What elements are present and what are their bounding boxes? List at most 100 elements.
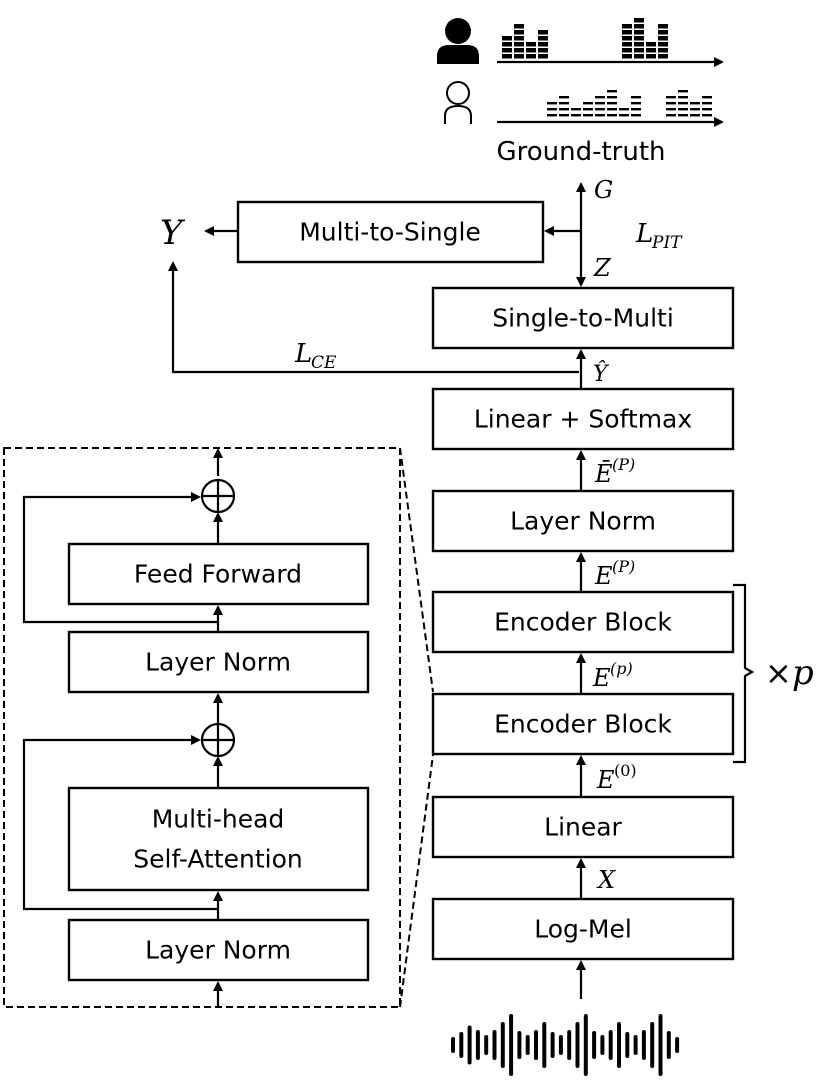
activity-segment: [622, 36, 632, 41]
activity-segment: [631, 102, 641, 105]
activity-segment: [583, 102, 593, 105]
symbol-X: X: [596, 866, 616, 894]
activity-segment: [607, 114, 617, 117]
activity-segment: [658, 30, 668, 35]
activity-segment: [526, 48, 536, 53]
activity-segment: [547, 108, 557, 111]
activity-segment: [634, 48, 644, 53]
activity-segment: [538, 36, 548, 41]
activity-segment: [622, 48, 632, 53]
detail-dashed-frame: [3, 447, 401, 1008]
activity-segment: [619, 108, 629, 111]
svg-text:E: E: [594, 562, 613, 590]
svg-text:p: p: [792, 653, 814, 693]
activity-segment: [538, 30, 548, 35]
linear-block: [431, 795, 735, 859]
repeat-label: × p: [765, 653, 814, 693]
layer-norm-top-label: Layer Norm: [145, 648, 291, 677]
activity-segment: [595, 96, 605, 99]
activity-segment: [538, 42, 548, 47]
svg-text:E: E: [592, 664, 611, 692]
activity-segment: [607, 102, 617, 105]
layer-norm-bottom-label: Layer Norm: [145, 936, 291, 965]
activity-segment: [666, 108, 676, 111]
layer-norm-top-block: [67, 630, 370, 694]
activity-segment: [526, 54, 536, 59]
activity-segment: [547, 102, 557, 105]
speaker-2-activity: [547, 90, 712, 117]
activity-segment: [702, 102, 712, 105]
activity-segment: [678, 108, 688, 111]
activity-segment: [634, 24, 644, 29]
activity-segment: [559, 114, 569, 117]
zoom-line-top: [399, 447, 434, 693]
multi-to-single-label: Multi-to-Single: [299, 218, 481, 247]
add-icon-bottom: [200, 722, 236, 758]
activity-segment: [538, 48, 548, 53]
layer-norm-label: Layer Norm: [510, 507, 656, 536]
activity-segment: [658, 42, 668, 47]
add-icon-top: [200, 478, 236, 514]
linear-softmax-label: Linear + Softmax: [474, 405, 692, 434]
activity-segment: [666, 114, 676, 117]
activity-segment: [595, 114, 605, 117]
svg-text:Ē: Ē: [594, 460, 613, 488]
activity-segment: [646, 42, 656, 47]
repeat-bracket: [733, 583, 755, 764]
activity-segment: [514, 48, 524, 53]
symbol-Z: Z: [593, 254, 612, 282]
symbol-Y: Y: [160, 213, 186, 253]
svg-text:×: ×: [765, 654, 792, 692]
activity-segment: [595, 102, 605, 105]
activity-segment: [690, 102, 700, 105]
encoder-block-bottom: [431, 692, 735, 756]
activity-segment: [514, 36, 524, 41]
svg-text:PIT: PIT: [651, 233, 683, 253]
log-mel-block: [431, 897, 735, 961]
activity-segment: [646, 48, 656, 53]
zoom-line-bottom: [399, 754, 434, 1008]
feed-forward-label: Feed Forward: [134, 560, 302, 589]
loss-ce-label: L CE: [294, 339, 337, 373]
activity-segment: [559, 108, 569, 111]
ground-truth-label: Ground-truth: [496, 137, 665, 167]
single-to-multi-label: Single-to-Multi: [492, 304, 674, 333]
activity-segment: [502, 48, 512, 53]
activity-segment: [634, 54, 644, 59]
activity-segment: [678, 90, 688, 93]
activity-segment: [559, 96, 569, 99]
activity-segment: [595, 108, 605, 111]
encoder-block-detail: Feed Forward Layer Norm Multi-head Self-…: [3, 447, 434, 1008]
svg-text:(0): (0): [614, 761, 637, 780]
activity-segment: [658, 54, 668, 59]
residual-top: [22, 492, 218, 624]
loss-ce-path: [168, 261, 579, 374]
layer-norm-block: [431, 489, 735, 553]
activity-segment: [514, 42, 524, 47]
activity-segment: [622, 24, 632, 29]
activity-segment: [631, 96, 641, 99]
activity-segment: [502, 36, 512, 41]
activity-segment: [634, 18, 644, 23]
symbol-E-P: E (P): [594, 557, 635, 590]
encoder-block-top-label: Encoder Block: [494, 608, 672, 637]
ground-truth-panel: Ground-truth: [437, 18, 724, 167]
mhsa-label-line2: Self-Attention: [133, 845, 302, 874]
activity-segment: [514, 24, 524, 29]
linear-softmax-block: [431, 387, 735, 451]
activity-segment: [658, 36, 668, 41]
activity-segment: [583, 108, 593, 111]
activity-segment: [678, 114, 688, 117]
activity-segment: [514, 54, 524, 59]
loss-pit-label: L PIT: [635, 219, 683, 253]
activity-segment: [583, 114, 593, 117]
activity-segment: [702, 108, 712, 111]
svg-text:CE: CE: [311, 353, 337, 373]
activity-segment: [607, 108, 617, 111]
symbol-E-bar-P: Ē (P): [594, 455, 635, 488]
symbol-E-p: E (p): [592, 659, 633, 692]
activity-segment: [666, 96, 676, 99]
filled-person-icon: [437, 18, 479, 64]
activity-segment: [678, 96, 688, 99]
